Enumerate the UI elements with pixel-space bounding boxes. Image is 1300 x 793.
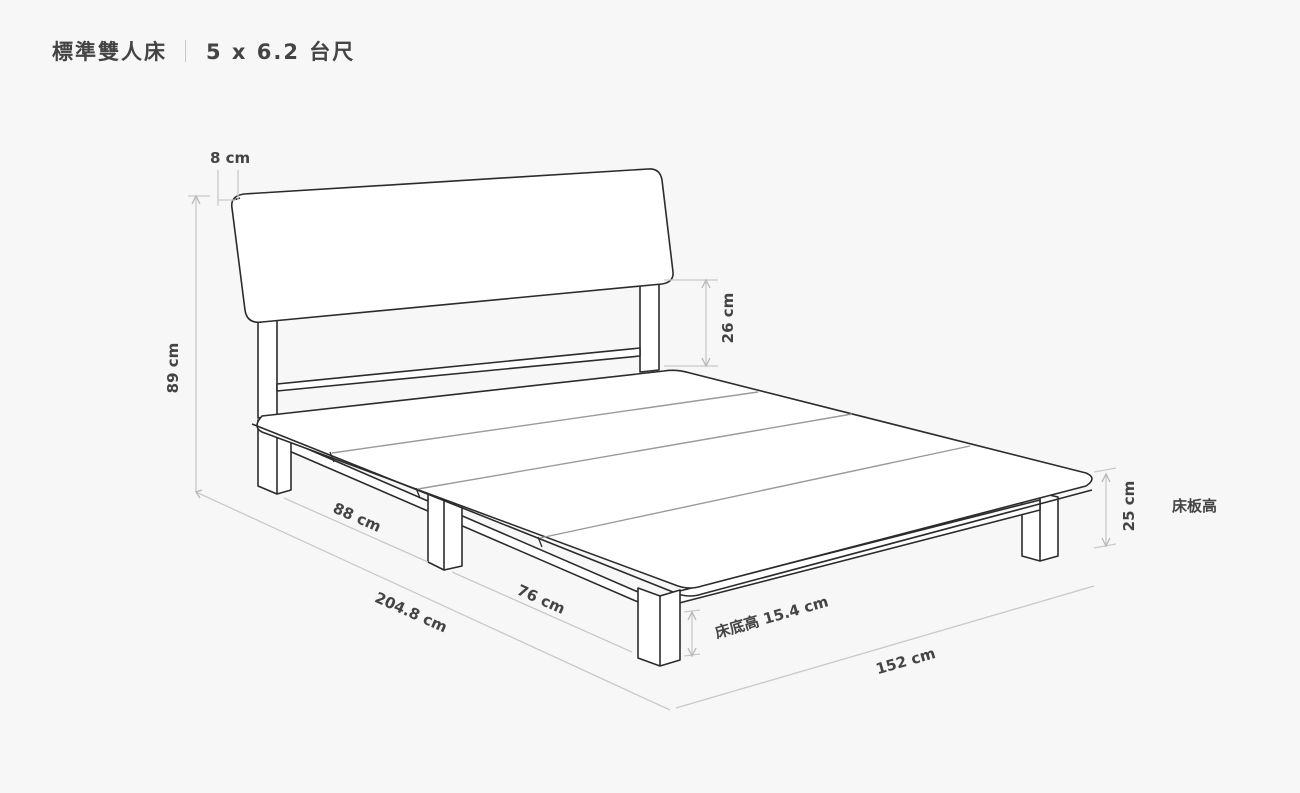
slat-lines (331, 391, 971, 539)
headboard-post-right (639, 281, 660, 373)
dim-slat-back: 76 cm (514, 581, 568, 618)
product-size: 5 x 6.2 台尺 (206, 40, 356, 64)
dim-headboard-thickness: 8 cm (210, 149, 250, 167)
product-name: 標準雙人床 (52, 40, 167, 64)
dim-total-width: 152 cm (874, 644, 938, 678)
platform-deck (256, 369, 1093, 589)
dim-total-length: 204.8 cm (372, 589, 450, 637)
dimension-lines (188, 170, 1117, 711)
headboard-panel (230, 168, 674, 324)
bed-drawing (230, 168, 1093, 667)
title-divider (185, 40, 186, 62)
headboard-rail (276, 347, 641, 392)
dim-under-bed-clearance: 床底高 15.4 cm (713, 592, 830, 642)
dim-platform-height: 25 cm (1120, 481, 1138, 532)
dim-headboard-gap: 26 cm (719, 293, 737, 344)
headboard-post-left (257, 317, 278, 419)
dim-platform-height-label: 床板高 (1172, 497, 1217, 515)
dim-headboard-height: 89 cm (164, 343, 182, 394)
page-title: 標準雙人床 5 x 6.2 台尺 (52, 36, 355, 66)
leg-front (637, 587, 681, 667)
